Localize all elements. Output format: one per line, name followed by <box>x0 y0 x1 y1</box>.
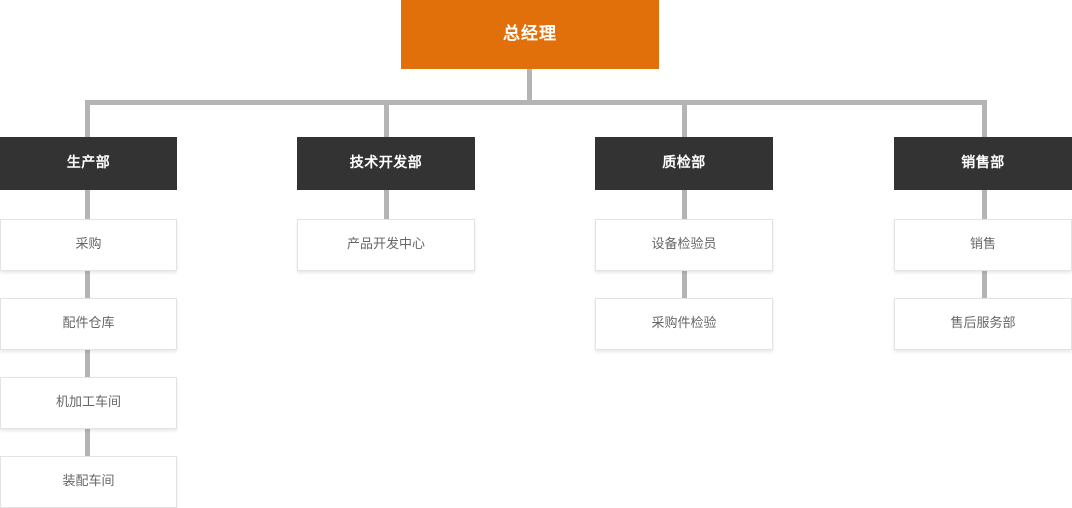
node-dept-quality-inspection[interactable]: 质检部 <box>595 137 773 190</box>
connector-dept4-child1 <box>982 190 987 220</box>
node-dept-production[interactable]: 生产部 <box>0 137 177 190</box>
connector-dept3-child1 <box>682 190 687 220</box>
node-label: 装配车间 <box>62 474 115 490</box>
connector-child1-child2-col4 <box>982 270 987 299</box>
connector-dept2-child1 <box>384 190 389 220</box>
node-label: 采购 <box>75 237 102 253</box>
node-leaf-purchased-parts-inspection[interactable]: 采购件检验 <box>595 298 773 350</box>
node-dept-sales[interactable]: 销售部 <box>894 137 1072 190</box>
connector-child1-child2-col3 <box>682 270 687 299</box>
connector-child2-child3-col1 <box>85 349 90 378</box>
node-label: 生产部 <box>66 155 111 172</box>
node-leaf-product-development-center[interactable]: 产品开发中心 <box>297 219 475 271</box>
connector-root-stub <box>527 69 532 102</box>
node-leaf-parts-warehouse[interactable]: 配件仓库 <box>0 298 177 350</box>
node-label: 采购件检验 <box>651 316 717 332</box>
connector-child1-child2-col1 <box>85 270 90 299</box>
connector-child3-child4-col1 <box>85 428 90 457</box>
node-leaf-assembly-workshop[interactable]: 装配车间 <box>0 456 177 508</box>
connector-horizontal-bus <box>85 100 987 105</box>
connector-bus-to-dept-1 <box>85 100 90 138</box>
node-label: 总经理 <box>503 24 557 45</box>
node-leaf-purchasing[interactable]: 采购 <box>0 219 177 271</box>
connector-bus-to-dept-4 <box>982 100 987 138</box>
node-label: 销售部 <box>961 155 1005 172</box>
node-label: 技术开发部 <box>349 155 423 172</box>
node-label: 产品开发中心 <box>346 237 425 253</box>
node-label: 机加工车间 <box>55 395 121 411</box>
node-dept-technical-development[interactable]: 技术开发部 <box>297 137 475 190</box>
node-label: 配件仓库 <box>62 316 115 332</box>
node-leaf-after-sales-service[interactable]: 售后服务部 <box>894 298 1072 350</box>
node-label: 售后服务部 <box>950 316 1016 332</box>
node-label: 质检部 <box>662 155 706 172</box>
connector-bus-to-dept-2 <box>384 100 389 138</box>
node-leaf-machining-workshop[interactable]: 机加工车间 <box>0 377 177 429</box>
connector-dept1-child1 <box>85 190 90 220</box>
connector-bus-to-dept-3 <box>682 100 687 138</box>
node-leaf-sales[interactable]: 销售 <box>894 219 1072 271</box>
node-label: 设备检验员 <box>651 237 717 253</box>
node-label: 销售 <box>969 237 996 253</box>
node-root-general-manager[interactable]: 总经理 <box>401 0 659 69</box>
node-leaf-equipment-inspector[interactable]: 设备检验员 <box>595 219 773 271</box>
